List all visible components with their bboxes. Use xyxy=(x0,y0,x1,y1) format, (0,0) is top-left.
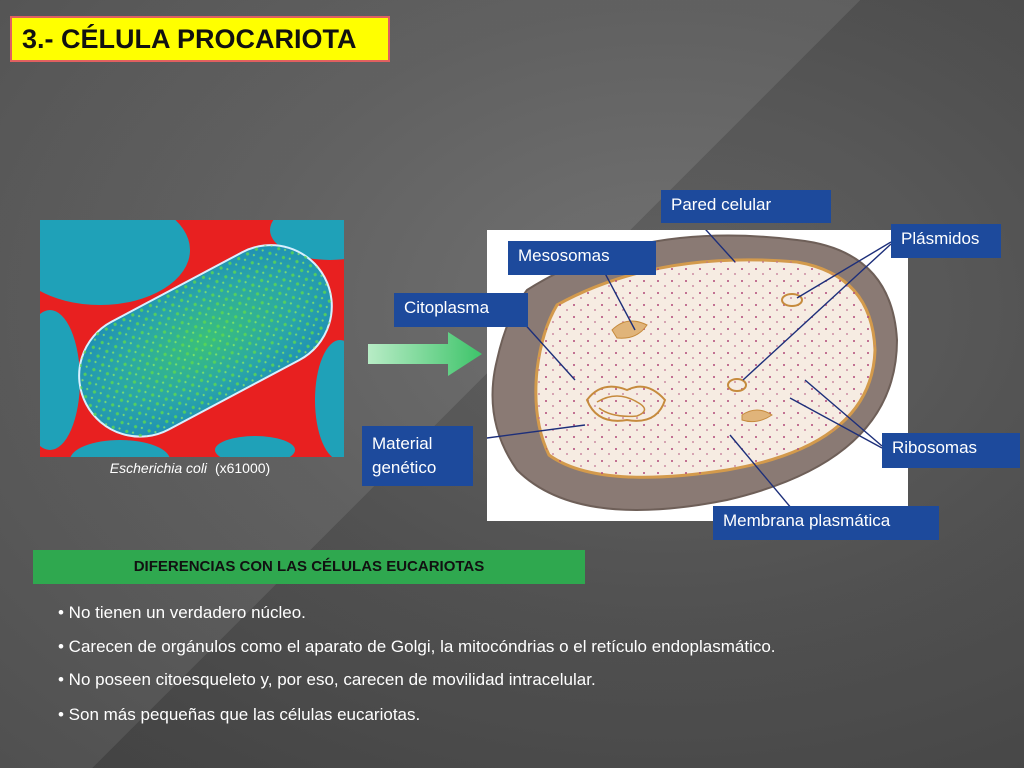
right-arrow-icon xyxy=(368,330,484,383)
label-plasmidos: Plásmidos xyxy=(891,224,1001,258)
label-membrana-plasmatica: Membrana plasmática xyxy=(713,506,939,540)
list-item: • No tienen un verdadero núcleo. xyxy=(58,603,306,622)
slide-title: 3.- CÉLULA PROCARIOTA xyxy=(10,16,390,62)
micrograph-caption: Escherichia coli (x61000) xyxy=(40,460,340,476)
magnification: (x61000) xyxy=(214,460,271,476)
label-mesosomas: Mesosomas xyxy=(508,241,656,275)
list-item: • No poseen citoesqueleto y, por eso, ca… xyxy=(58,670,596,689)
list-item: • Carecen de orgánulos como el aparato d… xyxy=(58,637,776,656)
label-pared-celular: Pared celular xyxy=(661,190,831,223)
ecoli-micrograph xyxy=(40,220,344,457)
label-material-genetico: Material genético xyxy=(362,426,473,486)
label-material-line1: Material xyxy=(372,434,433,453)
differences-header: DIFERENCIAS CON LAS CÉLULAS EUCARIOTAS xyxy=(33,550,585,584)
label-ribosomas: Ribosomas xyxy=(882,433,1020,468)
species-name: Escherichia coli xyxy=(109,460,208,476)
prokaryote-diagram xyxy=(487,230,908,521)
label-material-line2: genético xyxy=(372,458,437,477)
list-item: • Son más pequeñas que las células eucar… xyxy=(58,705,421,724)
label-citoplasma: Citoplasma xyxy=(394,293,528,327)
